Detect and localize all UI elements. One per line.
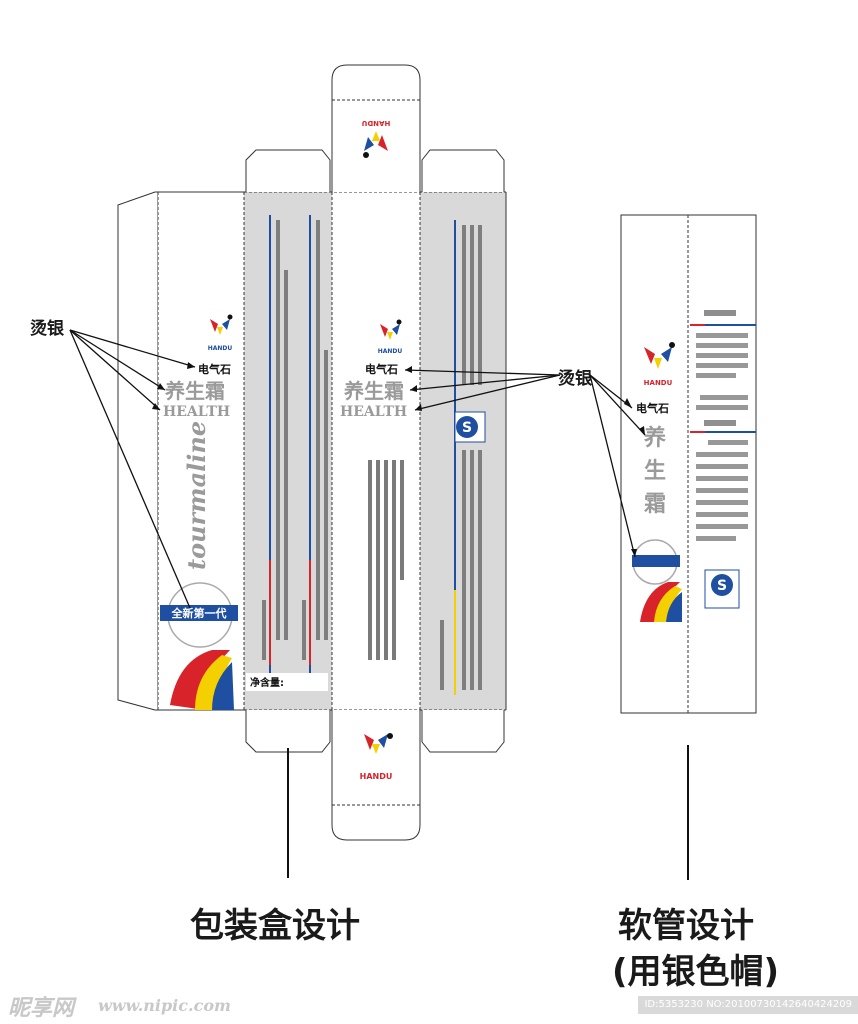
bottom-dust-flap-right [421, 710, 505, 753]
brand-text-tube: HANDU [644, 379, 673, 387]
name-small-front: 电气石 [365, 362, 398, 376]
svg-text:S: S [462, 420, 472, 436]
brand-text-bottom-flap: HANDU [360, 772, 393, 781]
net-content-label: 净含量: [250, 676, 284, 689]
glue-flap [117, 191, 159, 711]
badge-bar [160, 605, 238, 621]
tube-small-name: 电气石 [636, 401, 669, 415]
script-name: tourmaline [182, 421, 211, 570]
bottom-dust-flap-left [245, 710, 331, 753]
watermark-url: www.nipic.com [98, 996, 231, 1015]
name-small-left: 电气石 [198, 362, 231, 376]
foil-label-right: 烫银 [558, 369, 592, 389]
top-tuck-flap [331, 64, 421, 192]
brand-logo-bottom-flap [364, 733, 393, 754]
tube-badge-bar [632, 555, 680, 567]
badge-text: 全新第一代 [171, 606, 227, 620]
tube-name-2: 生 [644, 459, 666, 484]
tube-qs-mark: S [704, 569, 740, 609]
top-dust-flap-right [421, 149, 505, 192]
name-en-left: HEALTH [163, 404, 230, 420]
name-big-front: 养生霜 [343, 379, 404, 403]
foil-label-left: 烫银 [30, 319, 64, 339]
image-id-bar: ID:5353230 NO:20100730142640424209 [638, 996, 858, 1014]
svg-text:S: S [717, 578, 727, 594]
left-side-panel [158, 192, 244, 710]
brand-text-left-panel: HANDU [208, 345, 233, 352]
tube-caption-line1: 软管设计 [618, 906, 754, 946]
qs-mark-box: S [454, 411, 486, 443]
box-caption: 包装盒设计 [190, 906, 360, 946]
bottom-tuck-flap [331, 710, 421, 841]
name-en-front: HEALTH [340, 404, 407, 420]
brand-logo-left-panel [210, 314, 233, 335]
brand-text-top-flap: HANDU [361, 119, 390, 127]
flame-swoosh-left [170, 650, 234, 710]
front-body-text [368, 460, 404, 660]
brand-logo-front [380, 319, 402, 340]
name-big-left: 养生霜 [164, 379, 225, 403]
brand-text-front: HANDU [378, 348, 403, 355]
flame-swoosh-tube [640, 582, 682, 622]
brand-logo-tube [644, 342, 675, 369]
tube-name-1: 养 [643, 425, 666, 451]
brand-logo-top-flap [363, 131, 388, 158]
watermark-logo: 昵享网 [8, 995, 75, 1021]
tube-name-3: 霜 [643, 492, 666, 517]
net-content-box [246, 673, 328, 691]
tube-text-panel [690, 310, 756, 541]
callout-lines-left [69, 329, 196, 609]
top-dust-flap-left [245, 149, 331, 192]
tube-caption-line2: (用银色帽) [612, 952, 780, 992]
